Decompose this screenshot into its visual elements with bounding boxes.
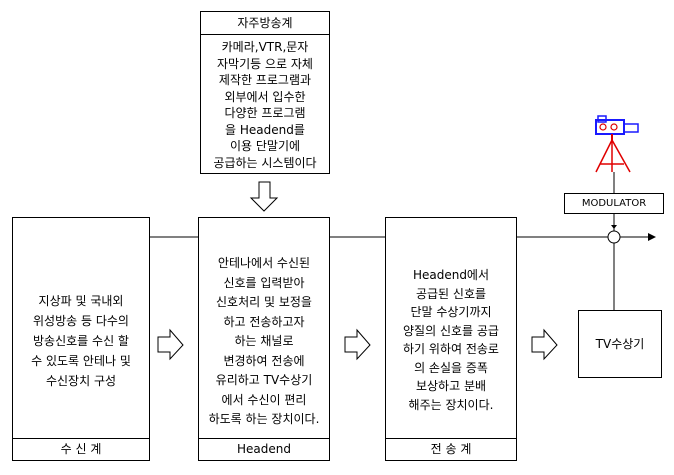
transmission-footer: 전 송 계 — [386, 438, 516, 460]
headend-footer: Headend — [199, 438, 329, 460]
reception-footer: 수 신 계 — [13, 438, 149, 460]
signal-line-arrowhead — [648, 233, 656, 241]
tv-box: TV수상기 — [578, 310, 662, 378]
right-arrow-icon — [157, 328, 184, 361]
transmission-description: Headend에서 공급된 신호를 단말 수상기까지 양질의 신호를 공급 하기… — [403, 268, 499, 412]
modulator-box: MODULATOR — [564, 193, 664, 214]
right-arrow-icon — [344, 328, 371, 361]
modulator-label: MODULATOR — [581, 198, 647, 209]
headend-box: 안테나에서 수신된 신호를 입력받아 신호처리 및 보정을 하고 전송하고자 하… — [198, 217, 330, 461]
down-arrow-icon — [249, 181, 279, 212]
tv-label: TV수상기 — [595, 337, 645, 351]
reception-box: 지상파 및 국내외 위성방송 등 다수의 방송신호를 수신 할 수 있도록 안테… — [12, 217, 150, 461]
camera-icon — [595, 115, 639, 173]
reception-description: 지상파 및 국내외 위성방송 등 다수의 방송신호를 수신 할 수 있도록 안테… — [31, 294, 131, 388]
self-broadcast-description: 카메라,VTR,문자 자막기등 으로 자체 제작한 프로그램과 외부에서 입수한… — [213, 40, 317, 170]
headend-description: 안테나에서 수신된 신호를 입력받아 신호처리 및 보정을 하고 전송하고자 하… — [208, 256, 320, 426]
self-broadcast-box: 자주방송계 카메라,VTR,문자 자막기등 으로 자체 제작한 프로그램과 외부… — [200, 11, 330, 174]
right-arrow-icon — [531, 328, 558, 361]
self-broadcast-title: 자주방송계 — [201, 12, 329, 35]
transmission-box: Headend에서 공급된 신호를 단말 수상기까지 양질의 신호를 공급 하기… — [385, 217, 517, 461]
